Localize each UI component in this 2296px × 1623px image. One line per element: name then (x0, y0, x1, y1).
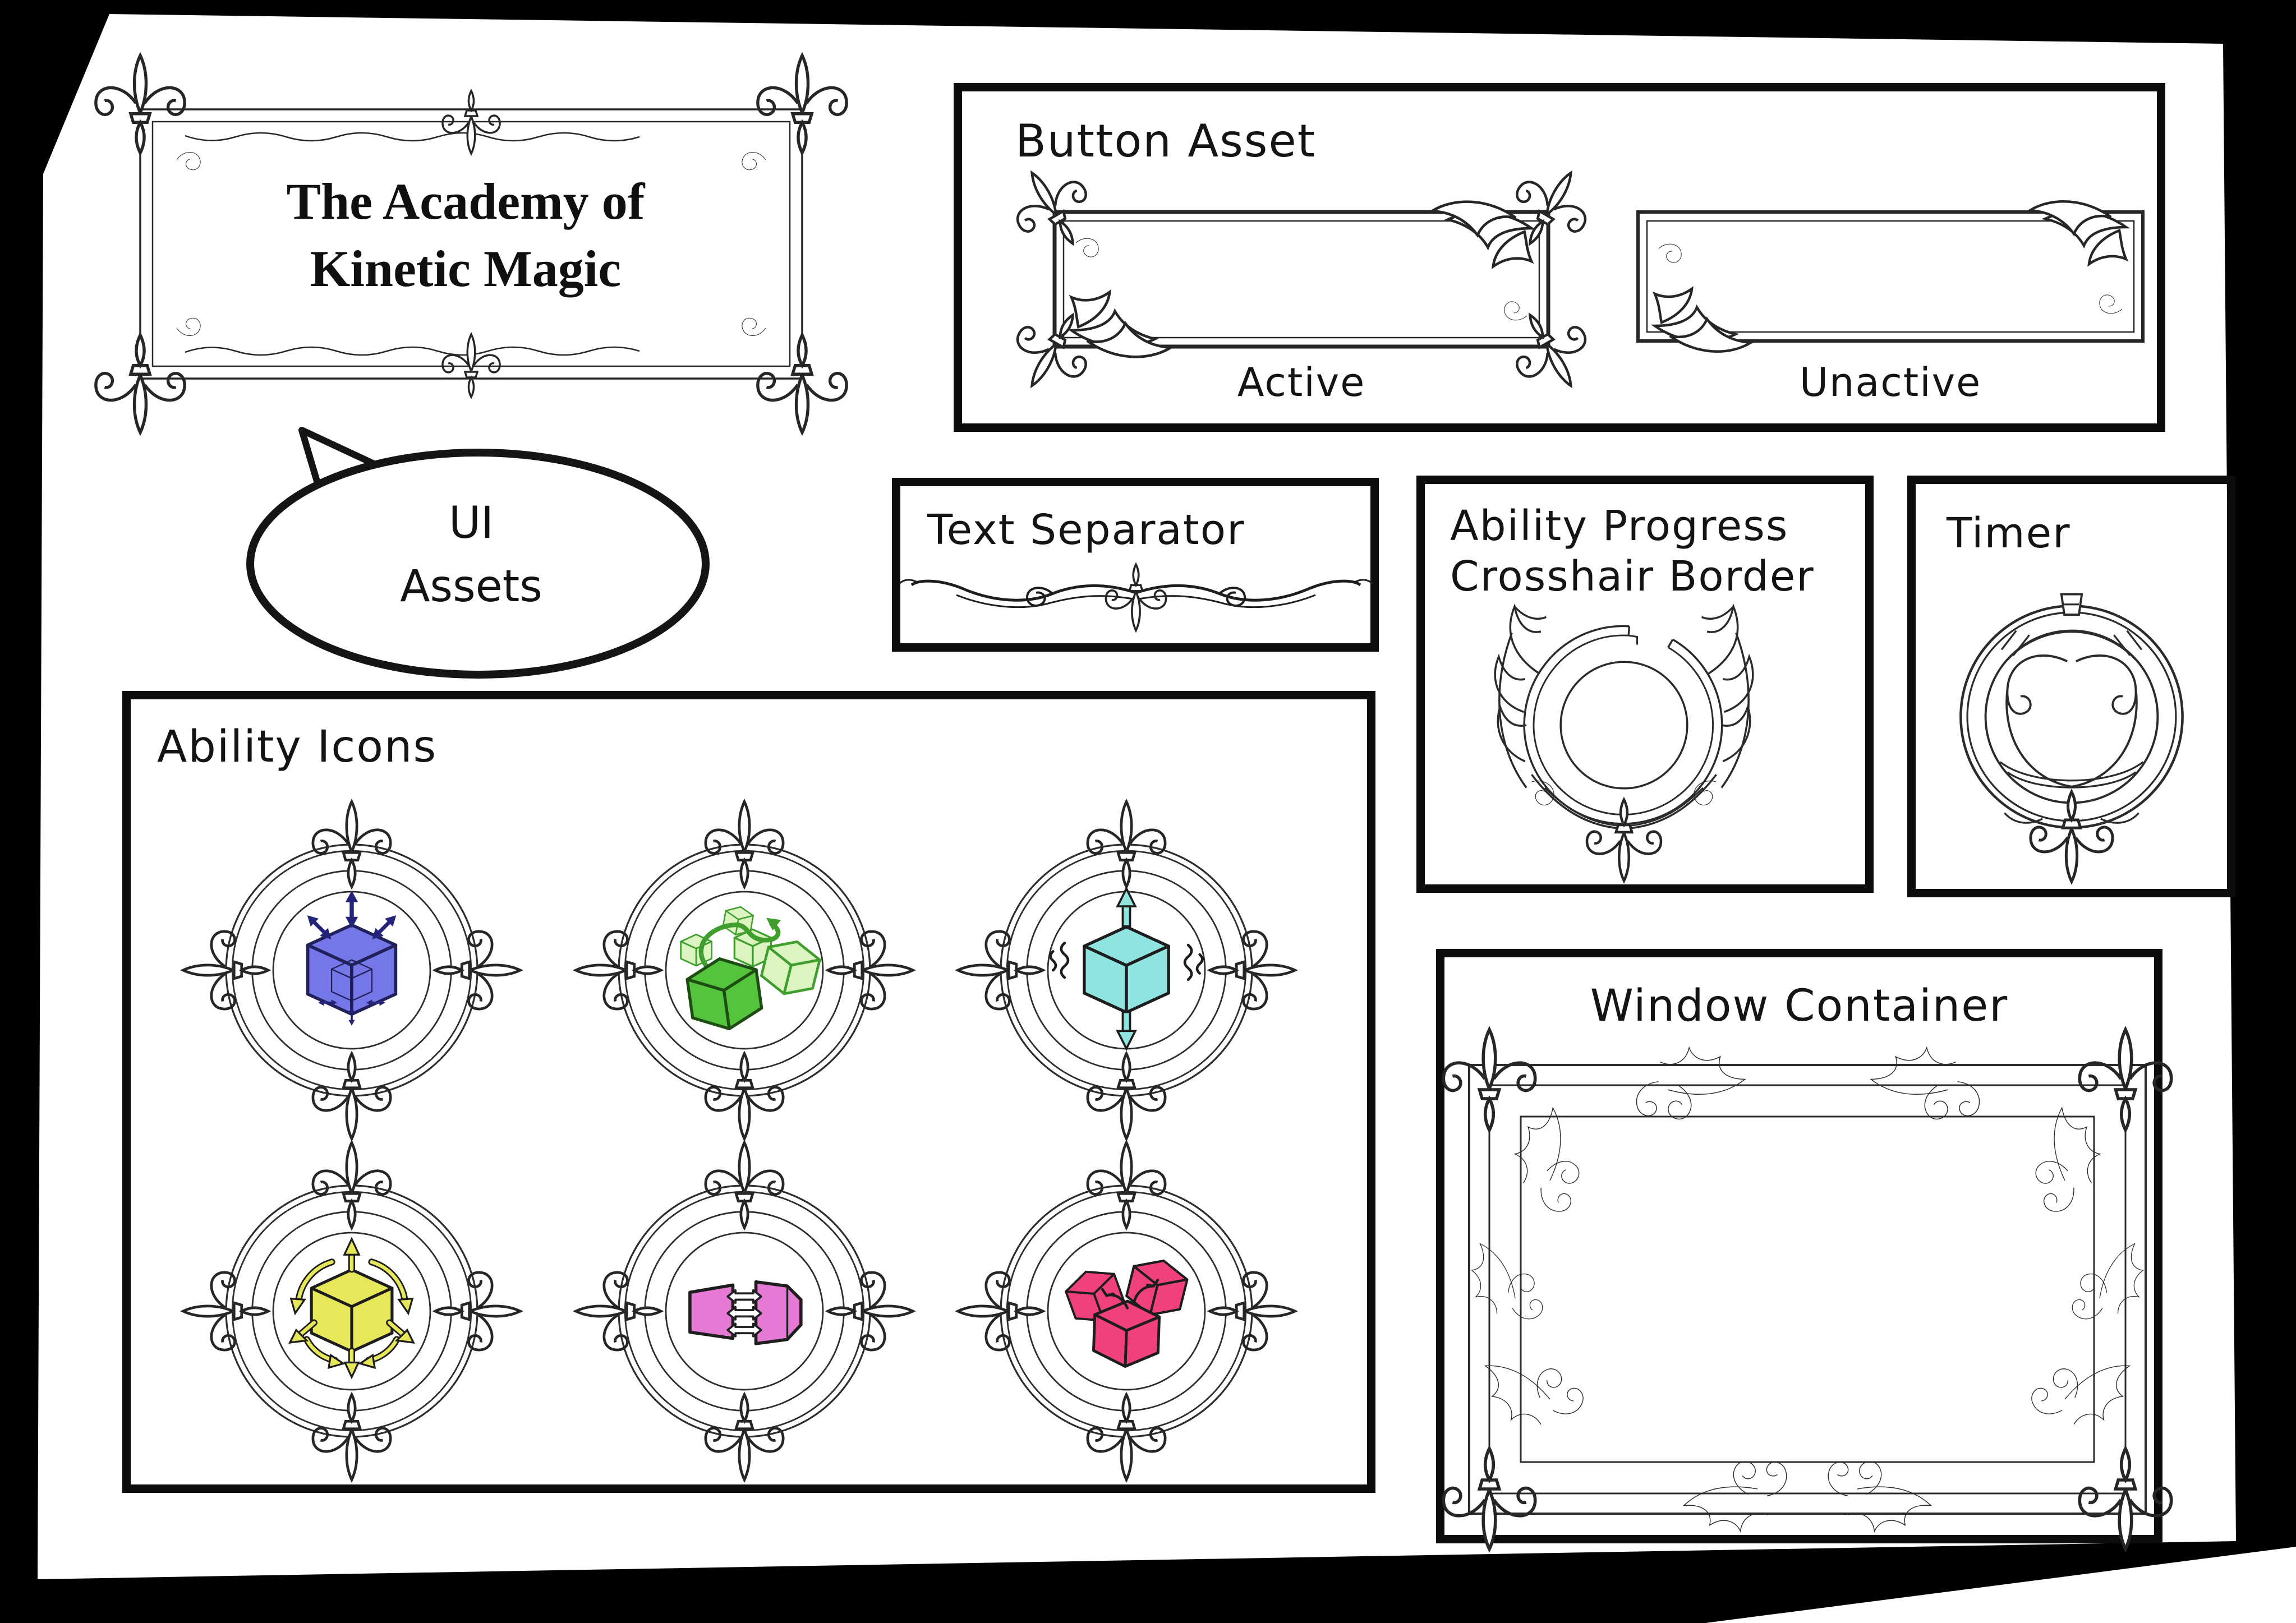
button-active-label: Active (1237, 359, 1366, 405)
move-path-cube-icon (587, 813, 901, 1127)
text-separator-heading: Text Separator (927, 506, 1245, 554)
bubble-line-2: Assets (400, 561, 542, 612)
window-frame-ornament (1455, 1040, 2160, 1534)
button-unactive-frame (1636, 159, 2145, 400)
timer-heading: Timer (1947, 509, 2071, 557)
button-active-frame (1015, 159, 1588, 400)
button-active: Active (1015, 159, 1588, 400)
crosshair-ornament (1494, 605, 1754, 857)
crosshair-heading-line1: Ability Progress (1450, 502, 1789, 550)
scatter-cube-icon (969, 1154, 1283, 1468)
title-frame-ornament (56, 17, 875, 454)
text-separator-panel: Text Separator (892, 478, 1379, 652)
vibrate-cube-icon (969, 813, 1283, 1127)
title-line-2: Kinetic Magic (310, 240, 622, 297)
ability-icons-panel: Ability Icons (122, 691, 1375, 1493)
crosshair-panel: Ability Progress Crosshair Border (1416, 476, 1874, 893)
ability-icons-heading: Ability Icons (157, 722, 438, 772)
button-unactive-label: Unactive (1799, 359, 1982, 405)
title-plaque: The Academy of Kinetic Magic (56, 17, 875, 454)
speech-bubble-shape (246, 427, 710, 679)
bubble-line-1: UI (448, 497, 494, 548)
window-container-heading: Window Container (1590, 981, 2009, 1031)
button-unactive: Unactive (1624, 159, 2157, 405)
speech-bubble: UI Assets (213, 423, 729, 687)
timer-panel: Timer (1907, 476, 2235, 897)
button-asset-heading: Button Asset (1015, 115, 1317, 167)
merge-cube-icon (587, 1154, 901, 1468)
crosshair-heading-line2: Crosshair Border (1450, 552, 1815, 601)
timer-ornament (1959, 593, 2184, 863)
title-line-1: The Academy of (286, 173, 645, 230)
button-asset-panel: Button Asset Active (954, 83, 2165, 432)
grow-cube-icon (195, 813, 509, 1127)
rotate-cube-icon (195, 1154, 509, 1468)
window-container-panel: Window Container (1436, 949, 2162, 1543)
separator-ornament (909, 563, 1363, 631)
